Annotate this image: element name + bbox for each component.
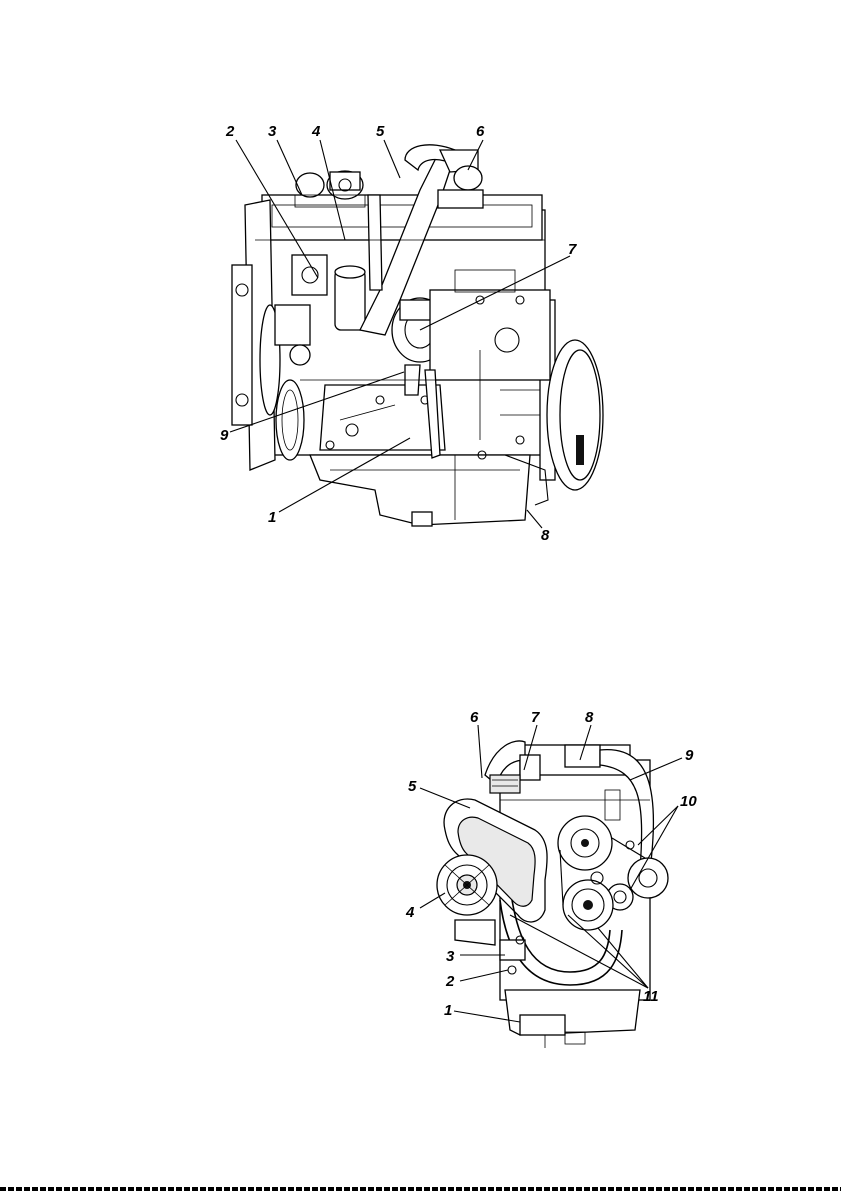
- callout-8: 8: [585, 709, 594, 726]
- callout-8: 8: [541, 527, 550, 544]
- callout-3: 3: [268, 123, 277, 140]
- page-bottom-rule: [0, 1187, 841, 1191]
- callout-2: 2: [445, 973, 455, 990]
- callout-9: 9: [220, 427, 229, 444]
- callout-3: 3: [446, 948, 455, 965]
- engine-front-view-figure: 6 7 8 9 10 5 4 3 2 1 11: [0, 600, 841, 1100]
- engine-side-view-figure: 2 3 4 5 6 7 9 1 8: [0, 0, 841, 600]
- engine-side-drawing: [232, 145, 603, 526]
- callout-7: 7: [568, 241, 577, 258]
- engine-front-drawing: [437, 741, 668, 1048]
- callout-4: 4: [311, 123, 321, 140]
- callout-2: 2: [225, 123, 235, 140]
- callout-1: 1: [268, 509, 276, 526]
- callout-6: 6: [476, 123, 485, 140]
- callout-7: 7: [531, 709, 540, 726]
- callout-4: 4: [405, 904, 415, 921]
- callout-1: 1: [444, 1002, 452, 1019]
- callout-11: 11: [643, 988, 659, 1005]
- callout-9: 9: [685, 747, 694, 764]
- callout-5: 5: [376, 123, 385, 140]
- callout-5: 5: [408, 778, 417, 795]
- callout-10: 10: [680, 793, 697, 810]
- callout-6: 6: [470, 709, 479, 726]
